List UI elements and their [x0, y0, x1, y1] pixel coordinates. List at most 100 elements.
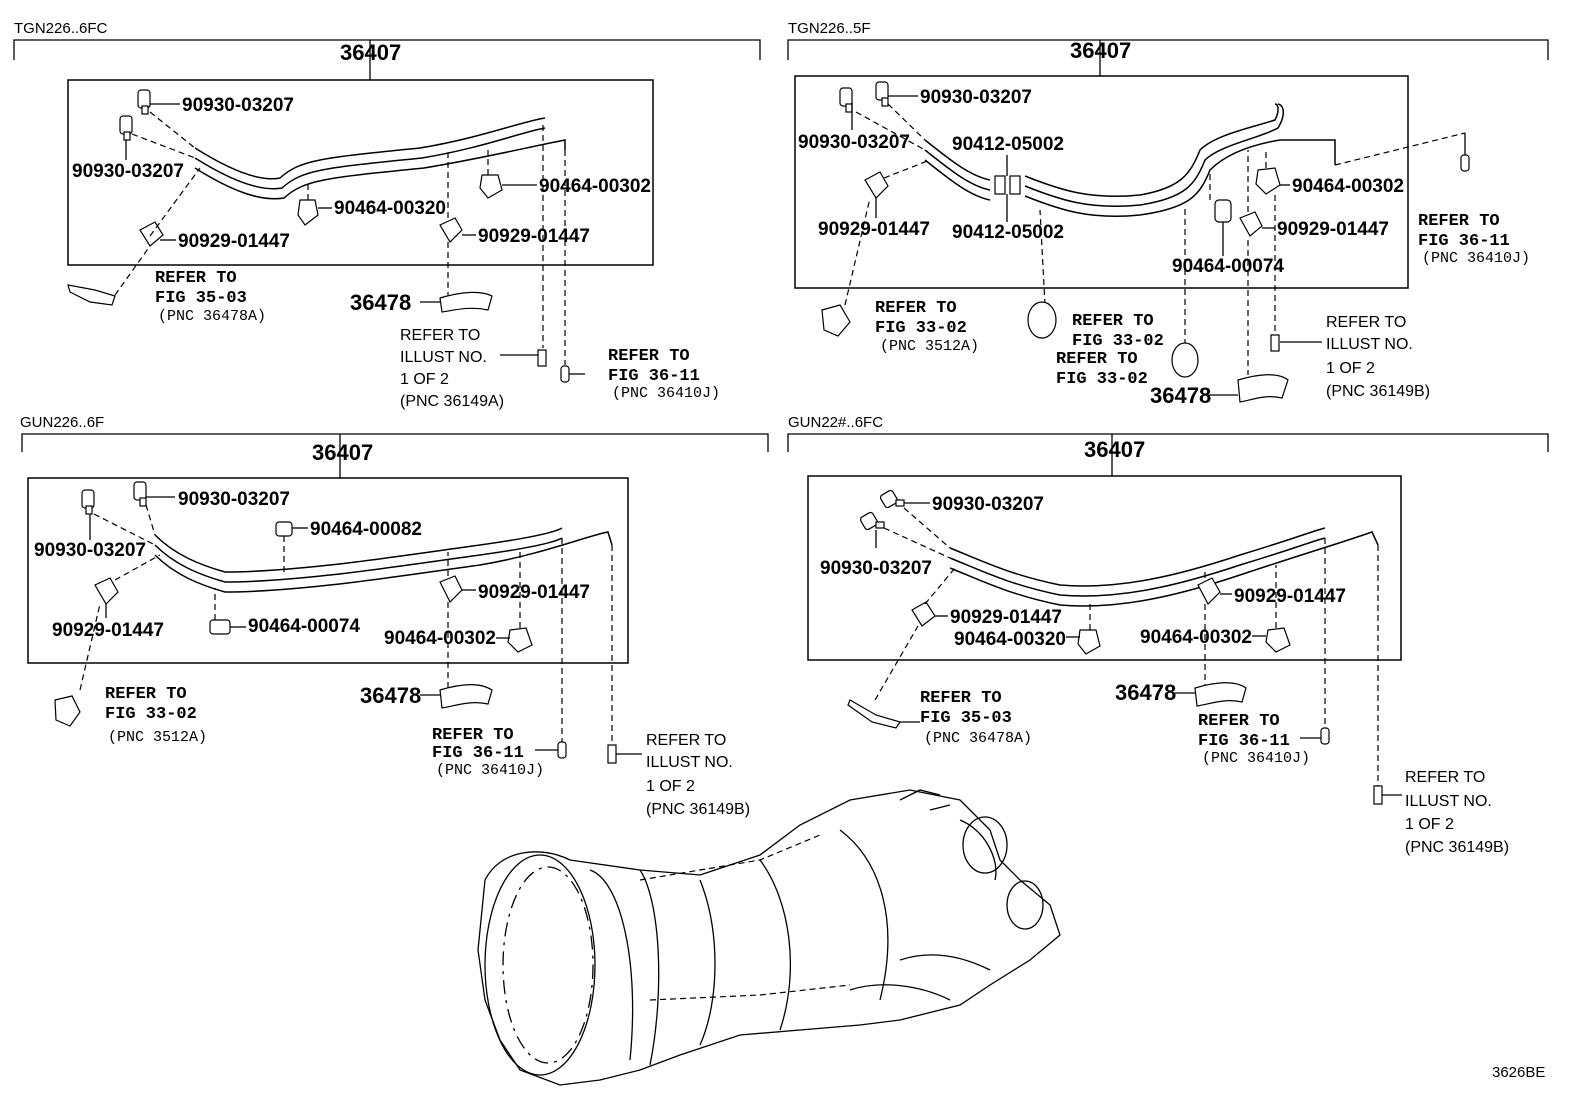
svg-text:(PNC 3512A): (PNC 3512A)	[880, 338, 979, 355]
brake-tube	[949, 537, 1326, 597]
svg-text:REFER TO: REFER TO	[1072, 312, 1154, 331]
part-number: 90929-01447	[478, 226, 590, 247]
assembly-bracket	[13, 39, 761, 60]
svg-text:(PNC 3512A): (PNC 3512A)	[108, 729, 207, 746]
svg-text:(PNC 36478A): (PNC 36478A)	[158, 308, 266, 325]
part-number: 90464-00302	[384, 628, 496, 649]
part-number: 90464-00320	[334, 198, 446, 219]
svg-text:FIG 36-11: FIG 36-11	[432, 744, 524, 763]
svg-text:REFER TO: REFER TO	[1056, 350, 1138, 369]
svg-text:REFER TO: REFER TO	[1326, 314, 1406, 331]
svg-text:FIG 33-02: FIG 33-02	[1072, 332, 1164, 351]
part-number: 90930-03207	[820, 558, 932, 579]
assembly-box	[794, 75, 1409, 289]
clamp-icon	[1171, 342, 1199, 378]
part-number: 90929-01447	[950, 607, 1062, 628]
svg-text:REFER TO: REFER TO	[875, 299, 957, 318]
model-label: GUN226..6F	[20, 414, 104, 431]
brake-tube	[194, 139, 566, 200]
clamp-icon	[297, 199, 319, 226]
model-label: TGN226..6FC	[14, 20, 108, 37]
reference-note: REFER TO FIG 33-02 (PNC 3512A)	[875, 299, 979, 355]
hose-end-icon	[560, 365, 570, 383]
part-number: 90929-01447	[478, 582, 590, 603]
clamp-icon	[1077, 629, 1101, 655]
reference-note: REFER TO FIG 36-11 (PNC 36410J)	[608, 347, 720, 402]
reference-note: REFER TO FIG 36-11 (PNC 36410J)	[1418, 212, 1530, 267]
brake-tube	[949, 531, 1379, 607]
svg-text:FIG 36-11: FIG 36-11	[1418, 232, 1510, 251]
svg-text:1 OF 2: 1 OF 2	[1326, 360, 1375, 377]
svg-text:(PNC 36149B): (PNC 36149B)	[1326, 383, 1430, 400]
svg-text:REFER TO: REFER TO	[400, 327, 480, 344]
clip-icon	[94, 577, 119, 605]
union-bolt-icon	[839, 87, 853, 113]
part-number: 90930-03207	[34, 540, 146, 561]
part-number: 90464-00074	[1172, 256, 1284, 277]
assembly-bracket	[787, 433, 1549, 452]
brake-tube	[154, 531, 613, 593]
part-number: 90929-01447	[52, 620, 164, 641]
bolt-icon	[607, 744, 617, 764]
reference-note: REFER TO ILLUST NO. 1 OF 2 (PNC 36149B)	[646, 732, 750, 818]
union-bolt-icon	[137, 89, 151, 115]
svg-text:FIG 36-11: FIG 36-11	[1198, 732, 1290, 751]
svg-text:(PNC 36410J): (PNC 36410J)	[1202, 750, 1310, 767]
part-number: 90929-01447	[178, 231, 290, 252]
reference-note: REFER TO FIG 36-11 (PNC 36410J)	[432, 726, 544, 779]
reference-note: REFER TO ILLUST NO. 1 OF 2 (PNC 36149A)	[400, 327, 504, 410]
part-number: 90930-03207	[920, 87, 1032, 108]
bracket-icon	[439, 684, 493, 709]
part-number: 90464-00074	[248, 616, 360, 637]
part-number: 90464-00302	[1292, 176, 1404, 197]
clip-icon	[439, 217, 463, 243]
part-number: 90412-05002	[952, 222, 1064, 243]
quadrant-gun226-6f: GUN226..6F 36407	[20, 414, 769, 818]
hose-end-icon	[557, 741, 567, 759]
bracket-icon	[1194, 682, 1247, 707]
svg-text:ILLUST NO.: ILLUST NO.	[646, 754, 733, 771]
clip-icon	[439, 575, 463, 604]
assembly-number: 36407	[1070, 38, 1131, 63]
hose-end-icon	[1460, 154, 1470, 172]
svg-text:REFER TO: REFER TO	[1198, 712, 1280, 731]
svg-text:REFER TO: REFER TO	[155, 269, 237, 288]
quadrant-tgn226-5f: TGN226..5F 36407	[787, 20, 1549, 408]
svg-text:1 OF 2: 1 OF 2	[400, 371, 449, 388]
part-number: 90412-05002	[952, 134, 1064, 155]
grommet-icon	[275, 521, 293, 537]
svg-text:(PNC 36149B): (PNC 36149B)	[646, 801, 750, 818]
clamp-icon	[1265, 627, 1291, 653]
part-number: 90930-03207	[932, 494, 1044, 515]
clip-icon	[1197, 577, 1221, 606]
svg-text:REFER TO: REFER TO	[920, 689, 1002, 708]
assembly-box	[807, 475, 1402, 661]
brake-tube	[194, 117, 546, 180]
bracket-icon	[54, 695, 81, 727]
svg-text:1 OF 2: 1 OF 2	[1405, 816, 1454, 833]
brake-tube	[924, 103, 1279, 198]
model-label: GUN22#..6FC	[788, 414, 883, 431]
svg-text:ILLUST NO.: ILLUST NO.	[1326, 336, 1413, 353]
bolt-icon	[1270, 334, 1280, 352]
transmission-icon	[477, 789, 1061, 1086]
svg-text:FIG 33-02: FIG 33-02	[875, 319, 967, 338]
svg-text:(PNC 36478A): (PNC 36478A)	[924, 730, 1032, 747]
reference-note: REFER TO FIG 35-03 (PNC 36478A)	[155, 269, 266, 325]
bracket-icon	[67, 284, 116, 306]
svg-text:(PNC 36410J): (PNC 36410J)	[1422, 250, 1530, 267]
svg-text:(PNC 36410J): (PNC 36410J)	[436, 762, 544, 779]
part-number: 90930-03207	[178, 489, 290, 510]
assembly-bracket	[787, 39, 1549, 60]
part-number: 90930-03207	[72, 161, 184, 182]
part-number: 36478	[1115, 680, 1176, 705]
quadrant-gun22x-6fc: GUN22#..6FC 36407	[787, 414, 1549, 856]
clip-icon	[864, 171, 889, 199]
svg-text:REFER TO: REFER TO	[1405, 769, 1485, 786]
part-number: 90464-00302	[539, 176, 651, 197]
svg-text:REFER TO: REFER TO	[432, 726, 514, 745]
part-number: 36478	[1150, 383, 1211, 408]
model-label: TGN226..5F	[788, 20, 871, 37]
bracket-icon	[439, 291, 493, 313]
